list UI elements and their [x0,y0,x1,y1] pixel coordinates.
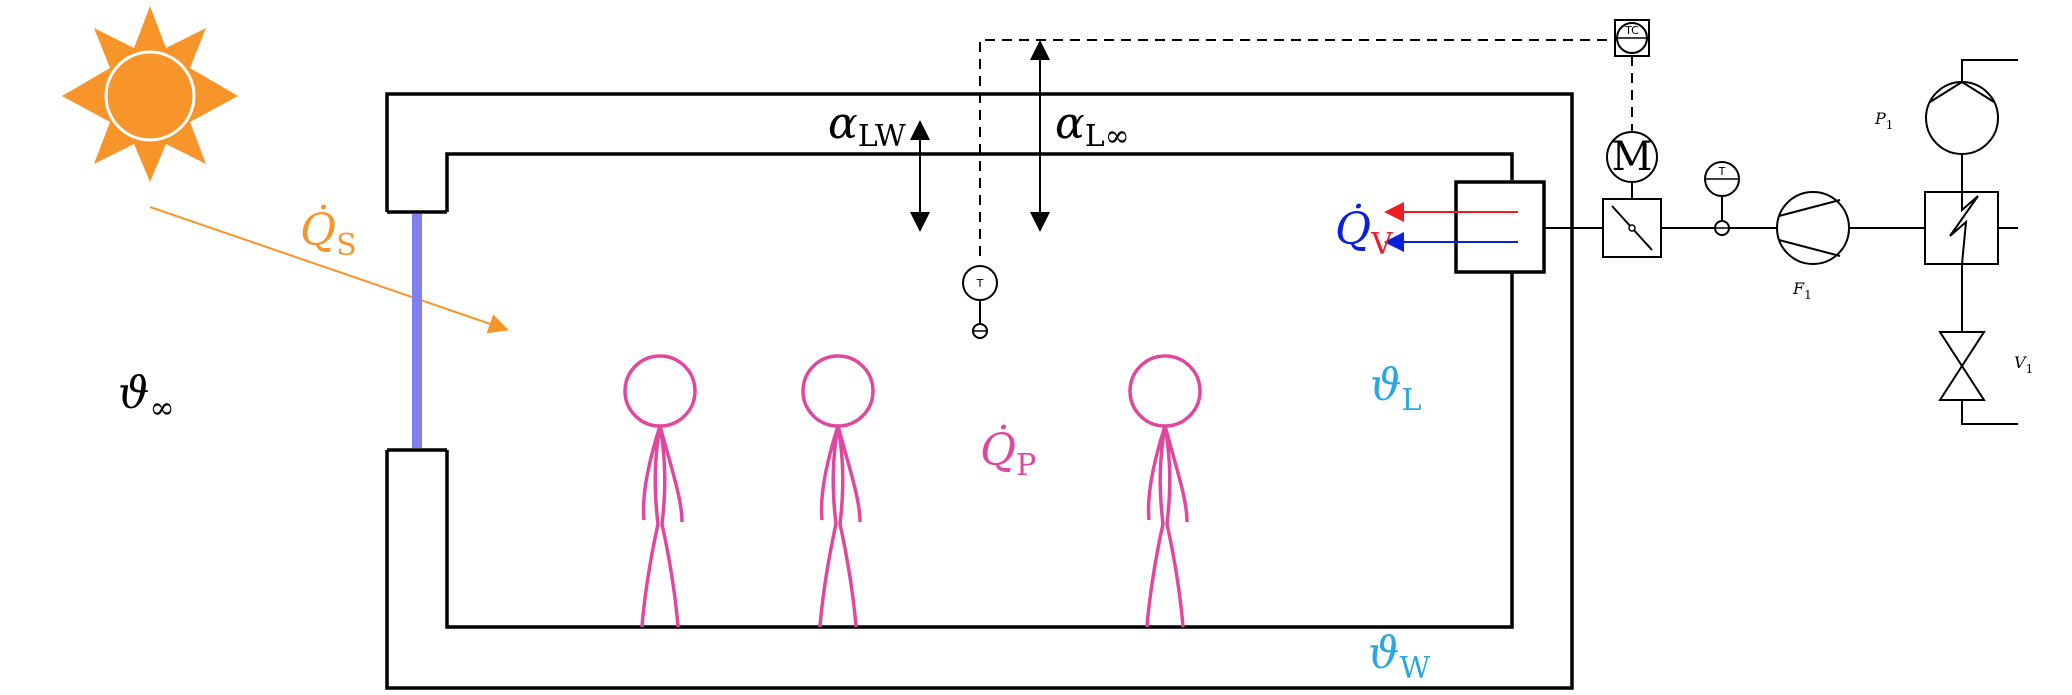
valve-icon [1938,264,2018,425]
pipe-temperature-sensor: T [1704,161,1740,236]
person-icon [1128,354,1202,628]
person-head [1128,354,1202,428]
ventilation-heat-label: Q̇V [1335,202,1394,262]
person-body [640,425,684,628]
pump-icon [1925,59,2018,192]
solar-heat-arrow [149,206,509,334]
alpha-linf-label: αL∞ [1055,98,1130,154]
damper-icon [1602,198,1662,258]
air-temperature-label: ϑL [1370,360,1421,418]
pipe-sensor-label: T [1718,165,1726,178]
solar-heat-label: Q̇S [300,203,357,263]
motor: M [1606,131,1658,228]
motor-label: M [1612,134,1653,180]
alpha-lw-label: αLW [828,98,906,154]
control-signal-line [979,39,1615,256]
person-head [801,354,875,428]
room-temperature-sensor: T [962,265,998,339]
person-head [623,354,697,428]
room-sensor-label: T [976,277,984,290]
person-icon [623,354,697,628]
sun-icon [62,6,238,182]
outer-wall [385,92,1574,690]
valve-label: V1 [2014,353,2033,376]
person-body [818,425,862,628]
wall-temperature-label: ϑW [1368,628,1430,686]
room-heat-exchanger [1454,180,1546,274]
people-heat-label: Q̇P [980,423,1036,483]
pump-label: P1 [1874,109,1893,132]
person-body [1145,425,1189,628]
temperature-controller: TC [1614,19,1650,57]
fan-label: F1 [1792,279,1812,302]
person-icon [801,354,875,628]
fan-icon [1776,191,1850,265]
controller-label: TC [1624,24,1639,37]
ambient-temperature-label: ϑ∞ [118,368,174,426]
people-group [623,354,1202,628]
